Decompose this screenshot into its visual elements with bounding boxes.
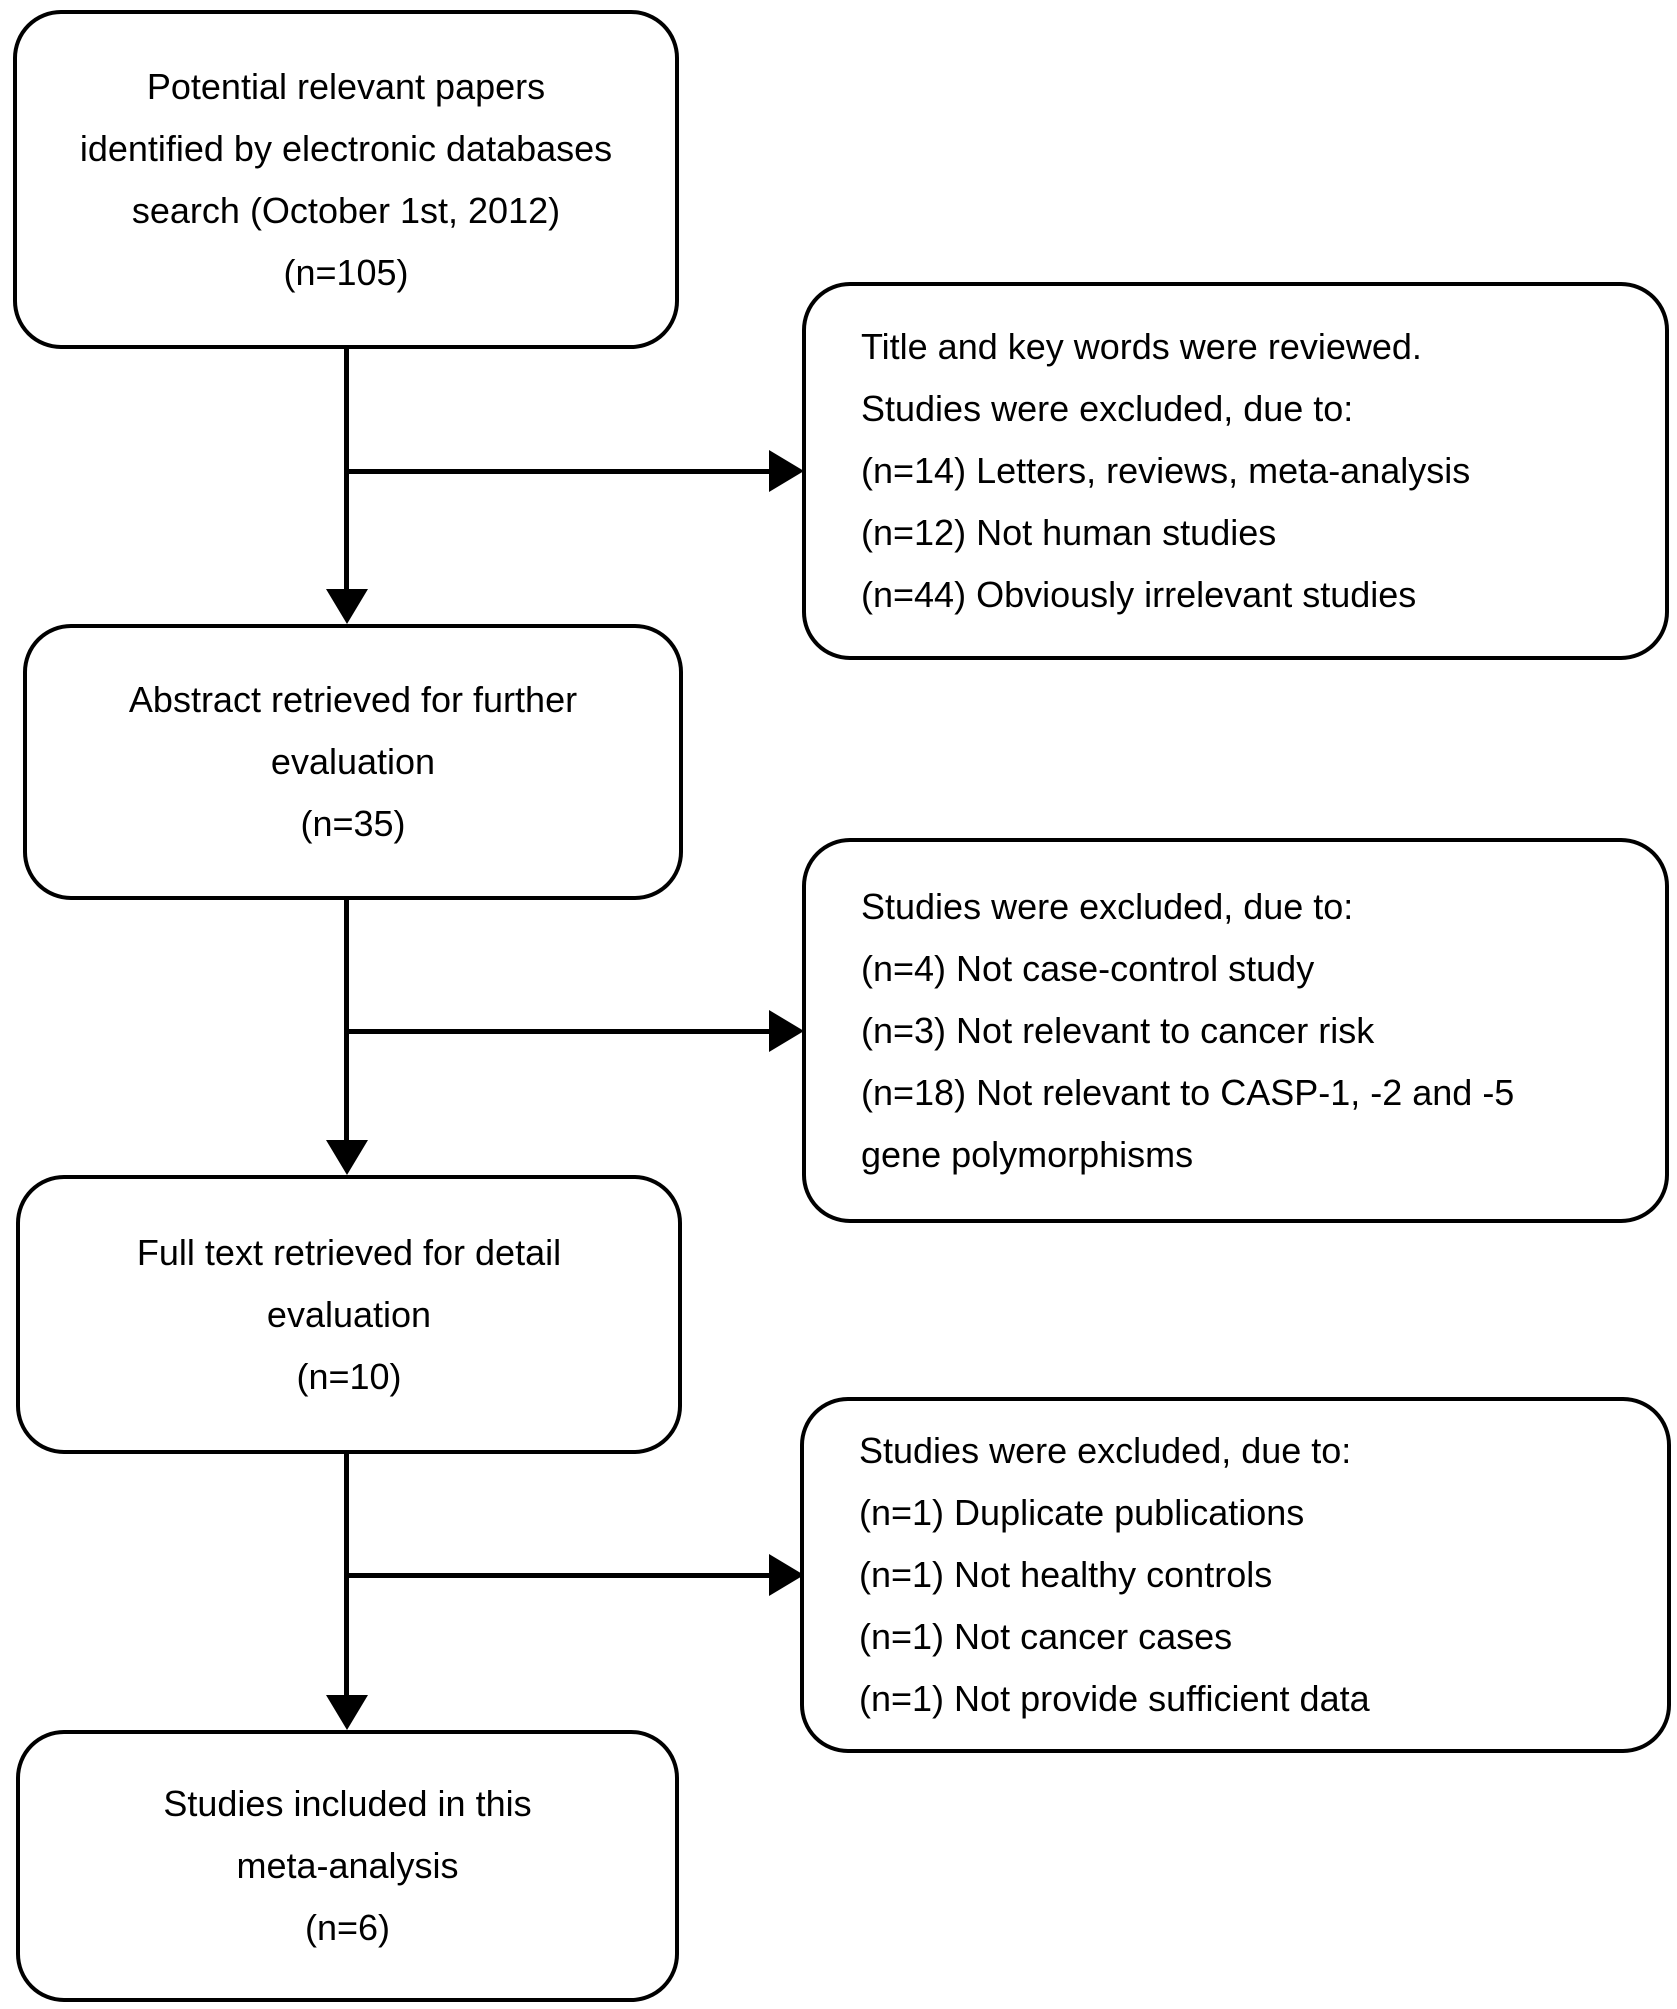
connector-line-vertical-2 [344,900,349,1143]
box-excluded-fulltext-stage: Studies were excluded, due to: (n=1) Dup… [800,1397,1671,1753]
connector-line-branch-1 [346,469,770,474]
arrow-down-icon [326,1140,368,1175]
box-text-line: (n=1) Not provide sufficient data [859,1678,1370,1719]
box-text-line: (n=1) Not cancer cases [859,1616,1233,1657]
arrow-down-icon [326,589,368,624]
box-text-line: (n=4) Not case-control study [861,947,1315,989]
box-text-line: Full text retrieved for detail [136,1231,562,1273]
box-excluded-title-keywords: Title and key words were reviewed. Studi… [802,282,1669,660]
box-text-line: evaluation [266,1293,432,1335]
box-text-line: Abstract retrieved for further [128,679,578,720]
box-text-line: (n=1) Duplicate publications [859,1492,1305,1533]
arrow-right-icon [769,1554,804,1596]
arrow-right-icon [769,450,804,492]
box-count-line: (n=35) [300,803,406,844]
box-text-line: Studies were excluded, due to: [859,1430,1352,1471]
box-text-line: (n=1) Not healthy controls [859,1554,1273,1595]
box-count-line: (n=10) [296,1355,402,1397]
box-text-line: (n=12) Not human studies [861,512,1277,553]
arrow-down-icon [326,1695,368,1730]
connector-line-branch-3 [346,1573,770,1578]
box-text-line: Title and key words were reviewed. [861,326,1422,367]
box-text-line: Studies were excluded, due to: [861,885,1354,927]
box-identified-papers: Potential relevant papers identified by … [13,10,679,349]
box-excluded-abstract-stage: Studies were excluded, due to: (n=4) Not… [802,838,1669,1223]
box-text-line: (n=44) Obviously irrelevant studies [861,574,1417,615]
box-studies-included: Studies included in this meta-analysis (… [16,1730,679,2002]
box-count-line: (n=105) [283,251,409,293]
box-text-line: Studies included in this [163,1783,532,1824]
box-count-line: (n=6) [304,1907,391,1948]
arrow-right-icon [769,1010,804,1052]
box-text-line: (n=14) Letters, reviews, meta-analysis [861,450,1471,491]
box-text-line: Potential relevant papers [146,65,546,107]
box-text-line: meta-analysis [236,1845,459,1886]
connector-line-branch-2 [346,1029,770,1034]
box-text-line: search (October 1st, 2012) [131,189,561,231]
box-text-line: Studies were excluded, due to: [861,388,1354,429]
box-text-line: gene polymorphisms [861,1133,1194,1175]
box-text-line: evaluation [270,741,436,782]
box-fulltext-retrieved: Full text retrieved for detail evaluatio… [16,1175,682,1454]
box-text-line: (n=18) Not relevant to CASP-1, -2 and -5 [861,1071,1515,1113]
box-text-line: identified by electronic databases [79,127,613,169]
box-text-line: (n=3) Not relevant to cancer risk [861,1009,1375,1051]
box-abstract-retrieved: Abstract retrieved for further evaluatio… [23,624,683,900]
